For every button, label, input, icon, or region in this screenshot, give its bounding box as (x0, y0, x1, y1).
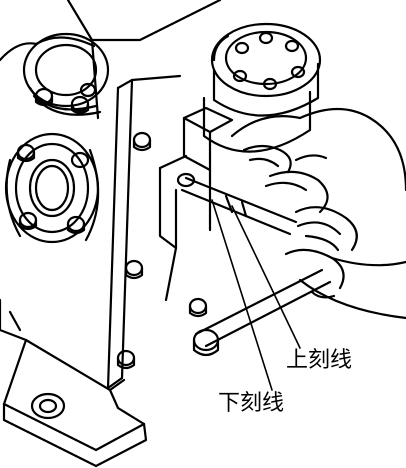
cap-notch-icon (290, 65, 306, 79)
bolt-icon (188, 297, 208, 318)
cap-notch-icon (284, 39, 300, 53)
cap-notch-icon (232, 69, 248, 83)
bolt-icon (124, 259, 144, 280)
lower-mark-leader (211, 199, 273, 391)
flange-bolts (116, 131, 208, 370)
engine-housing (0, 0, 222, 342)
bolt-icon (66, 215, 86, 235)
bolt-icon (16, 143, 36, 163)
dipstick (176, 172, 298, 236)
upper-mark-leader (231, 205, 301, 349)
hand-illustration (230, 108, 406, 320)
dipstick-housing (158, 106, 234, 302)
cap-notch-icon (234, 41, 250, 55)
cap-notch-icon (262, 77, 278, 91)
pulley-bolts (16, 82, 97, 235)
bolt-icon (116, 349, 136, 370)
base-plate (2, 338, 148, 468)
lower-mark-label: 下刻线 (218, 391, 285, 416)
bolt-icon (34, 87, 54, 107)
bolt-icon (70, 95, 90, 115)
bolt-icon (132, 131, 152, 152)
oil-filler-cap (202, 22, 322, 153)
cap-notch-icon (258, 31, 274, 45)
bolt-icon (18, 211, 38, 231)
support-rod (192, 268, 332, 357)
bolt-icon (70, 151, 90, 169)
leader-lines (211, 199, 301, 391)
bolt-icon (79, 82, 97, 98)
flange-plate (106, 74, 182, 390)
lower-pulley (4, 132, 100, 244)
upper-mark-label: 上刻线 (286, 348, 353, 373)
